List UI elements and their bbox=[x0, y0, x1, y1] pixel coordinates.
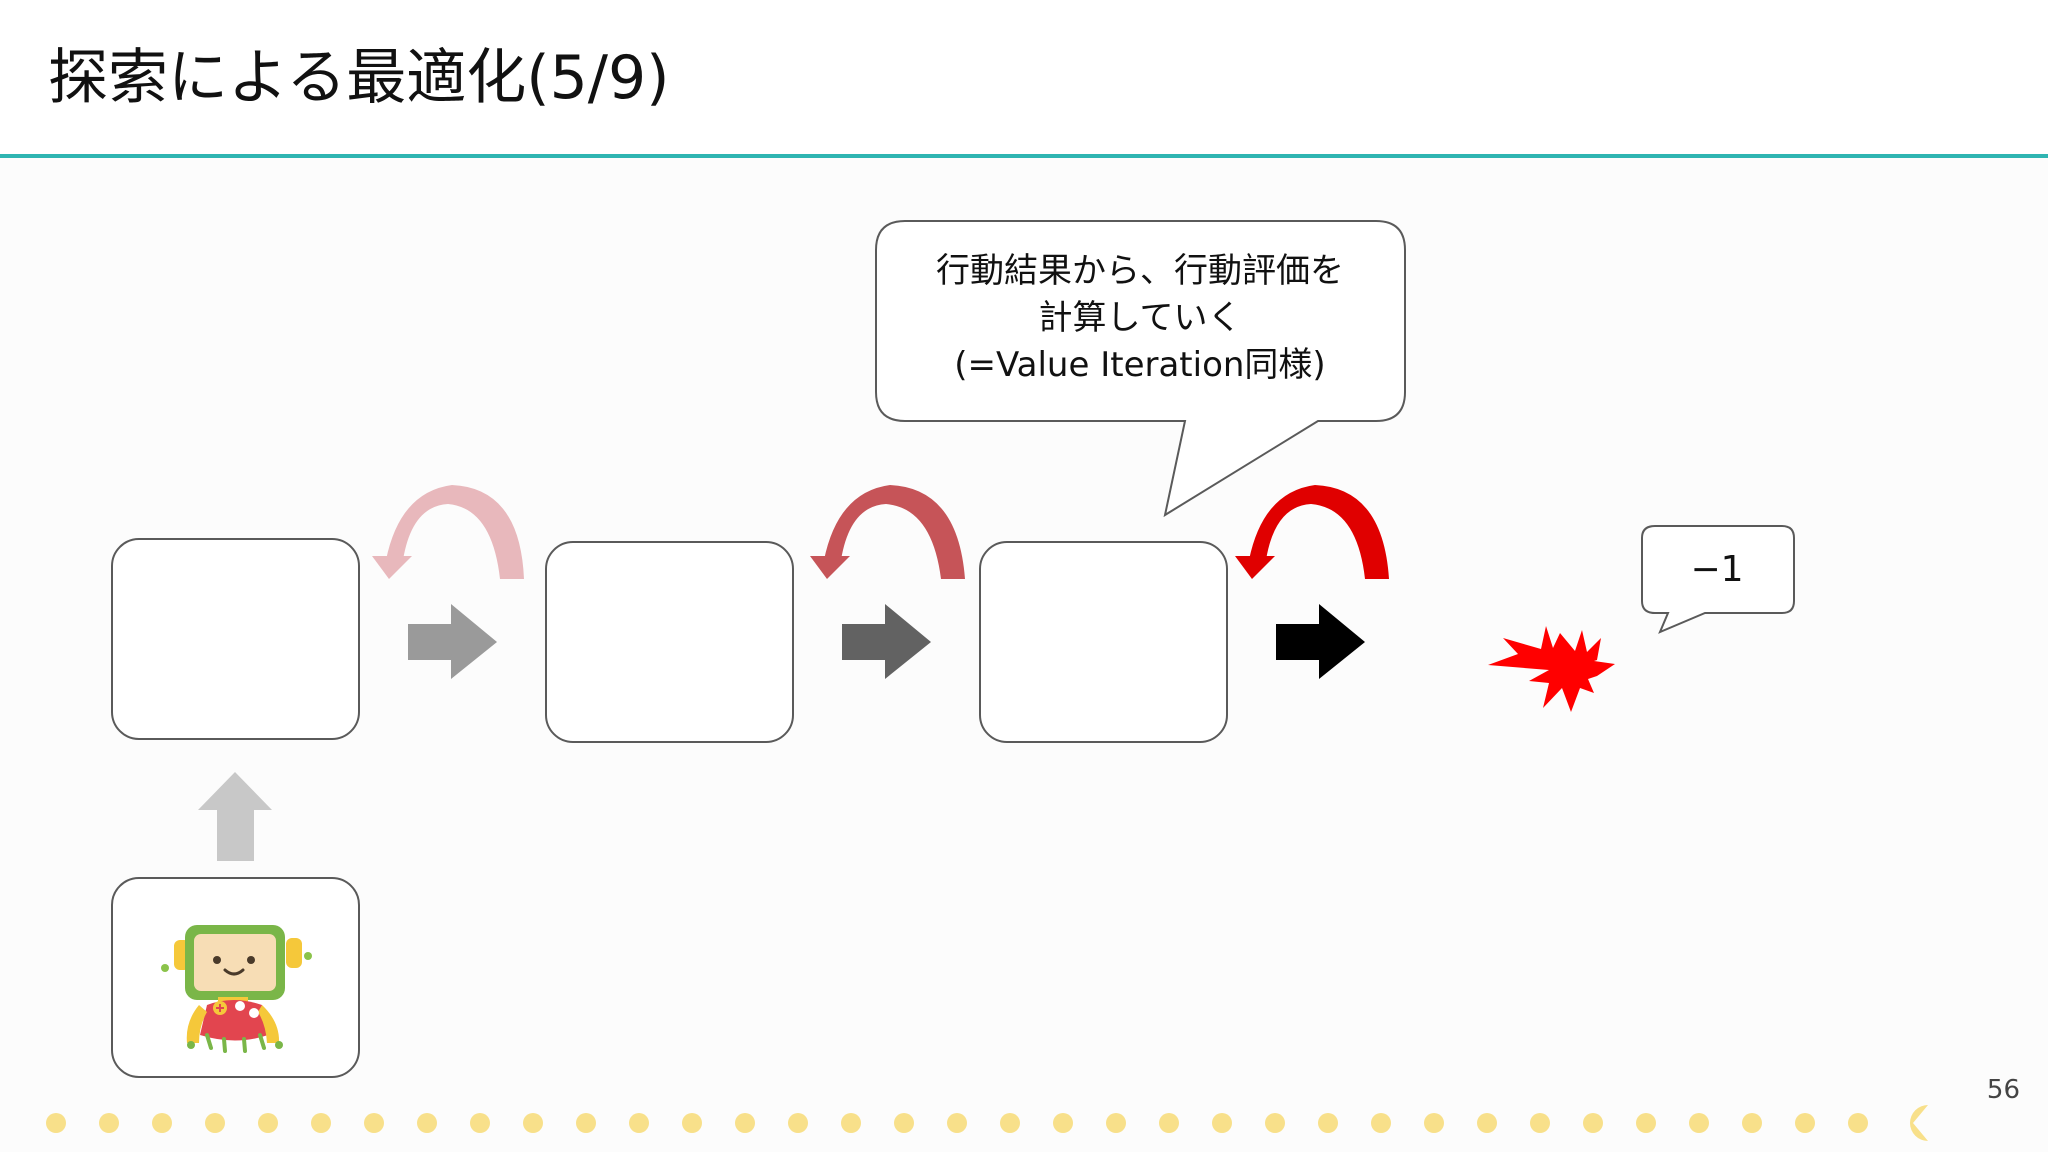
curved-arrow-1 bbox=[372, 485, 524, 579]
robot-mascot-icon bbox=[161, 925, 312, 1053]
callout-line-2: 計算していく bbox=[1038, 298, 1242, 338]
title-underline bbox=[0, 154, 2048, 158]
right-arrow-1 bbox=[408, 604, 497, 679]
curved-arrow-2 bbox=[810, 485, 965, 579]
slide-title: 探索による最適化(5/9) bbox=[48, 43, 670, 113]
callout-line-3: (=Value Iteration同様) bbox=[954, 345, 1326, 385]
callout-bubble bbox=[875, 220, 1406, 518]
explosion-icon bbox=[1488, 626, 1615, 712]
reward-bubble bbox=[1641, 525, 1795, 634]
pacman-icon bbox=[1910, 1105, 1928, 1141]
right-arrow-3 bbox=[1276, 604, 1365, 679]
page-number: 56 bbox=[1986, 1075, 2020, 1105]
reward-label: −1 bbox=[1690, 549, 1744, 590]
state-box-3 bbox=[979, 541, 1228, 743]
state-box-1 bbox=[111, 538, 360, 740]
progress-dots bbox=[46, 1113, 1868, 1133]
up-arrow bbox=[198, 772, 272, 861]
callout-text: 行動結果から、行動評価を 計算していく (=Value Iteration同様) bbox=[880, 248, 1400, 389]
right-arrow-2 bbox=[842, 604, 931, 679]
callout-line-1: 行動結果から、行動評価を bbox=[936, 251, 1344, 291]
state-box-2 bbox=[545, 541, 794, 743]
curved-arrow-3 bbox=[1235, 485, 1389, 579]
